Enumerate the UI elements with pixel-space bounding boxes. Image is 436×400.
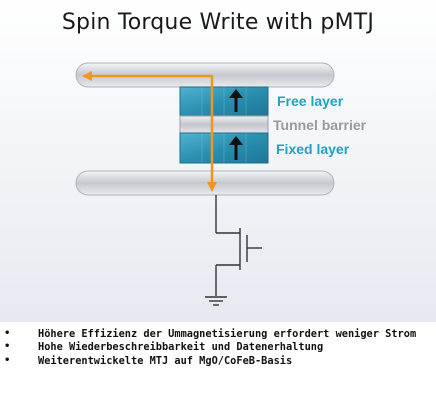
current-arrowhead-left <box>82 71 92 81</box>
bullet-item: • Höhere Effizienz der Ummagnetisierung … <box>0 328 436 340</box>
bullet-text: Höhere Effizienz der Ummagnetisierung er… <box>38 328 417 340</box>
bullet-text: Hohe Wiederbeschreibbarkeit und Datenerh… <box>38 341 324 354</box>
bullet-text: Weiterentwickelte MTJ auf MgO/CoFeB-Basi… <box>38 354 293 367</box>
access-transistor <box>215 195 262 296</box>
fixed-layer-label: Fixed layer <box>276 141 350 157</box>
current-arrowhead-down <box>207 182 217 192</box>
pmtj-diagram <box>75 62 335 306</box>
tunnel-barrier-block <box>179 115 269 134</box>
bullet-icon: • <box>4 341 11 353</box>
bullet-list: • Höhere Effizienz der Ummagnetisierung … <box>0 328 436 368</box>
bullet-icon: • <box>4 354 11 366</box>
bullet-item: • Weiterentwickelte MTJ auf MgO/CoFeB-Ba… <box>0 355 436 367</box>
slide-title: Spin Torque Write with pMTJ <box>61 10 375 35</box>
free-layer-spin-arrow <box>229 89 243 112</box>
slide-area: Spin Torque Write with pMTJ <box>0 0 436 322</box>
bullet-item: • Hohe Wiederbeschreibbarkeit und Datene… <box>0 341 436 353</box>
tunnel-barrier-label: Tunnel barrier <box>273 117 367 133</box>
fixed-layer-spin-arrow <box>229 136 243 160</box>
write-current-arrow <box>88 74 214 183</box>
bullet-icon: • <box>4 328 11 339</box>
free-layer-label: Free layer <box>277 93 344 109</box>
bottom-rail <box>75 170 335 196</box>
ground-symbol <box>205 296 227 306</box>
